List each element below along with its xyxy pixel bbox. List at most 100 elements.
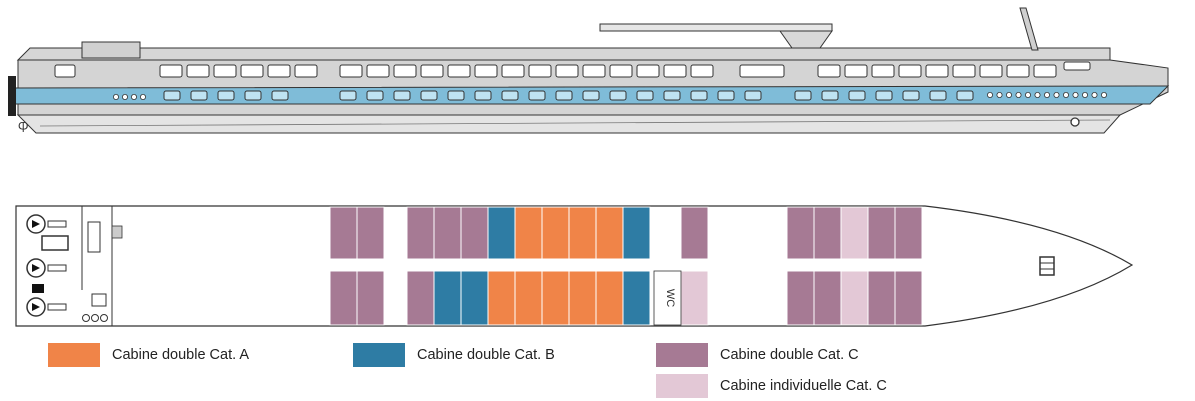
- cabin-cat-c: [356, 206, 385, 260]
- window: [902, 90, 920, 101]
- window: [717, 90, 735, 101]
- cabins: [329, 206, 923, 326]
- stern-door: [8, 76, 16, 116]
- legend-cat-b: Cabine double Cat. B: [353, 343, 555, 367]
- cabin-cat-b: [622, 206, 651, 260]
- legend-swatch-cat-c: [656, 343, 708, 367]
- cabin-cat-a: [514, 270, 543, 326]
- window: [952, 64, 976, 78]
- window: [1006, 64, 1030, 78]
- window: [663, 64, 687, 78]
- cabin-cat-c: [813, 270, 842, 326]
- cabin-cat-a: [595, 270, 624, 326]
- hull-lower: [16, 114, 1122, 134]
- legend-label-cat-b: Cabine double Cat. B: [417, 347, 555, 363]
- window: [582, 64, 606, 78]
- window: [474, 64, 498, 78]
- window: [848, 90, 866, 101]
- legend-label-cat-c-single: Cabine individuelle Cat. C: [720, 378, 887, 394]
- window: [663, 90, 681, 101]
- legend-swatch-cat-c-single: [656, 374, 708, 398]
- window: [54, 64, 76, 78]
- cabin-cat-a: [568, 270, 597, 326]
- cabin-cat-b: [433, 270, 462, 326]
- window: [393, 64, 417, 78]
- mast: [1019, 7, 1039, 51]
- window: [690, 64, 714, 78]
- bow-windlass-icon: [1039, 256, 1055, 276]
- window: [739, 64, 785, 78]
- window: [690, 90, 708, 101]
- legend-label-cat-a: Cabine double Cat. A: [112, 347, 250, 363]
- legend-cat-c-single: Cabine individuelle Cat. C: [656, 374, 887, 398]
- window: [339, 64, 363, 78]
- rudder-icon: Ⴔ: [18, 121, 28, 135]
- window: [240, 64, 264, 78]
- window: [159, 64, 183, 78]
- window: [528, 64, 552, 78]
- window: [294, 64, 318, 78]
- wheelhouse: [779, 30, 833, 49]
- stair: [87, 221, 101, 253]
- window: [474, 90, 492, 101]
- window: [339, 90, 357, 101]
- sun-deck-canopy: [599, 23, 833, 32]
- window: [420, 90, 438, 101]
- cabin-cat-c: [894, 206, 923, 260]
- window: [420, 64, 444, 78]
- window: [817, 64, 841, 78]
- window: [366, 90, 384, 101]
- cabin-cat-a: [541, 206, 570, 260]
- window: [501, 90, 519, 101]
- cabin-cat-c: [406, 206, 435, 260]
- upper-windows: [54, 61, 1091, 78]
- window: [925, 64, 949, 78]
- window: [898, 64, 922, 78]
- window: [929, 90, 947, 101]
- legend-cat-c: Cabine double Cat. C: [656, 343, 859, 367]
- cabin-cat-a: [514, 206, 543, 260]
- legend-swatch-cat-b: [353, 343, 405, 367]
- window: [1033, 64, 1057, 78]
- cabin-cat-c: [433, 206, 462, 260]
- window: [1063, 61, 1091, 71]
- cabin-cat-c: [786, 206, 815, 260]
- window: [501, 64, 525, 78]
- cabin-cat-a: [568, 206, 597, 260]
- wc-label: WC: [664, 289, 676, 307]
- cabin-cat-c: [329, 270, 358, 326]
- window: [447, 64, 471, 78]
- legend-swatch-cat-a: [48, 343, 100, 367]
- cabin-cat-b: [487, 206, 516, 260]
- window: [555, 64, 579, 78]
- legend-label-cat-c: Cabine double Cat. C: [720, 347, 859, 363]
- window: [636, 90, 654, 101]
- cabin-cat-c-single: [680, 270, 709, 326]
- cabin-cat-c-single: [840, 206, 869, 260]
- window: [271, 90, 289, 101]
- window: [213, 64, 237, 78]
- window: [794, 90, 812, 101]
- ship-side-view: Ⴔ: [8, 7, 1170, 135]
- window: [528, 90, 546, 101]
- window: [821, 90, 839, 101]
- window: [217, 90, 235, 101]
- cabin-cat-c: [786, 270, 815, 326]
- upper-deck: [16, 47, 1111, 61]
- window: [186, 64, 210, 78]
- window: [366, 64, 390, 78]
- corridor: [330, 259, 920, 271]
- stripe-windows: [163, 90, 974, 101]
- cabin-cat-a: [487, 270, 516, 326]
- cabin-cat-a: [541, 270, 570, 326]
- cabin-cat-c: [813, 206, 842, 260]
- cabin-cat-c: [867, 206, 896, 260]
- propeller-icons: [26, 214, 108, 322]
- cabin-cat-b: [460, 270, 489, 326]
- engine-part: [32, 284, 44, 293]
- cabin-cat-c: [406, 270, 435, 326]
- window: [582, 90, 600, 101]
- deck-plan: WC: [15, 205, 1134, 327]
- cabin-cat-c: [894, 270, 923, 326]
